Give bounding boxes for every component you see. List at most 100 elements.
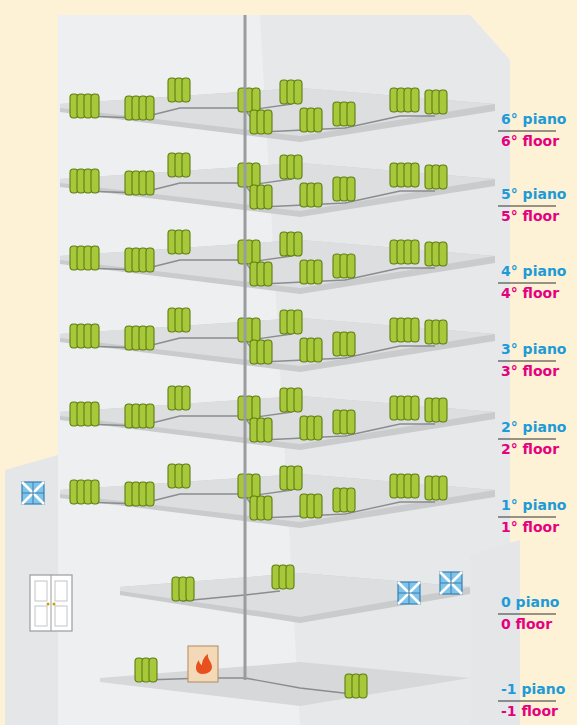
radiator: [390, 240, 419, 264]
radiator: [70, 246, 99, 270]
radiator: [425, 242, 447, 266]
radiator-column: [314, 338, 322, 362]
floor-label: 0 floor: [501, 616, 552, 633]
radiator-column: [264, 262, 272, 286]
radiator: [300, 108, 322, 132]
floor-label: 0 piano: [501, 594, 559, 611]
floor-slab: [60, 240, 495, 288]
floor-slab-edge: [60, 318, 495, 372]
radiator-column: [411, 474, 419, 498]
radiator-column: [411, 396, 419, 420]
radiator-column: [439, 398, 447, 422]
radiator: [425, 398, 447, 422]
radiator-column: [439, 165, 447, 189]
radiator: [238, 396, 260, 420]
heating-pipe: [145, 678, 352, 694]
radiator: [272, 565, 294, 589]
radiator-column: [264, 496, 272, 520]
radiator: [125, 96, 154, 120]
radiator: [70, 324, 99, 348]
radiator-column: [252, 318, 260, 342]
floor-label: 4° floor: [501, 285, 559, 302]
entrance-door: [30, 575, 72, 631]
floor-slab: [60, 318, 495, 366]
radiator: [333, 177, 355, 201]
radiator: [168, 386, 190, 410]
radiator-column: [182, 230, 190, 254]
radiator: [168, 308, 190, 332]
radiator-column: [186, 577, 194, 601]
radiator-column: [146, 482, 154, 506]
radiator: [125, 326, 154, 350]
floor-label: 3° floor: [501, 363, 559, 380]
radiator: [168, 464, 190, 488]
radiator: [238, 318, 260, 342]
radiator: [390, 474, 419, 498]
floor-slab-edge: [60, 240, 495, 294]
radiator: [300, 416, 322, 440]
boiler: [188, 646, 218, 682]
radiator-column: [347, 332, 355, 356]
radiator-column: [439, 320, 447, 344]
radiator-column: [294, 310, 302, 334]
floor-label: 4° piano: [501, 263, 566, 280]
floor-slab: [120, 573, 470, 617]
radiator: [250, 496, 272, 520]
radiator: [333, 332, 355, 356]
radiator-column: [314, 183, 322, 207]
radiator-column: [264, 418, 272, 442]
radiator: [280, 388, 302, 412]
radiator: [250, 185, 272, 209]
floor-slab: [60, 88, 495, 136]
radiator-column: [264, 185, 272, 209]
radiator-column: [294, 155, 302, 179]
radiator: [300, 183, 322, 207]
floor-slab: [60, 163, 495, 211]
heating-pipe: [182, 591, 280, 601]
label-separator: [498, 361, 556, 362]
label-separator: [498, 283, 556, 284]
radiator-column: [149, 658, 157, 682]
radiator-column: [314, 108, 322, 132]
radiator: [238, 163, 260, 187]
radiator: [70, 402, 99, 426]
radiator-column: [439, 90, 447, 114]
radiator-column: [252, 88, 260, 112]
radiator-column: [91, 169, 99, 193]
radiator: [280, 232, 302, 256]
radiator-column: [182, 464, 190, 488]
radiator: [390, 88, 419, 112]
radiator-column: [411, 240, 419, 264]
radiator-column: [314, 494, 322, 518]
radiator-column: [264, 110, 272, 134]
annex-wall: [470, 540, 520, 725]
radiator-column: [347, 488, 355, 512]
radiator-column: [182, 308, 190, 332]
radiator-column: [182, 153, 190, 177]
floor-label: -1 piano: [501, 681, 565, 698]
floor-label: 6° floor: [501, 133, 559, 150]
radiator-column: [439, 242, 447, 266]
floor-slab: [60, 396, 495, 444]
window: [398, 582, 420, 604]
building-wall: [58, 15, 510, 725]
radiator: [333, 488, 355, 512]
floor-slab-edge: [60, 474, 495, 528]
radiator: [168, 78, 190, 102]
floor-slab-edge: [120, 573, 470, 623]
floor-label: 6° piano: [501, 111, 566, 128]
radiator-column: [411, 163, 419, 187]
radiator: [390, 163, 419, 187]
floor-label: 5° piano: [501, 186, 566, 203]
radiator: [70, 94, 99, 118]
radiator: [333, 102, 355, 126]
boiler-flame: [196, 654, 212, 674]
radiator: [125, 248, 154, 272]
radiator-column: [91, 246, 99, 270]
radiator: [168, 230, 190, 254]
radiator: [425, 90, 447, 114]
radiator-column: [359, 674, 367, 698]
radiator: [425, 165, 447, 189]
radiator-column: [314, 260, 322, 284]
